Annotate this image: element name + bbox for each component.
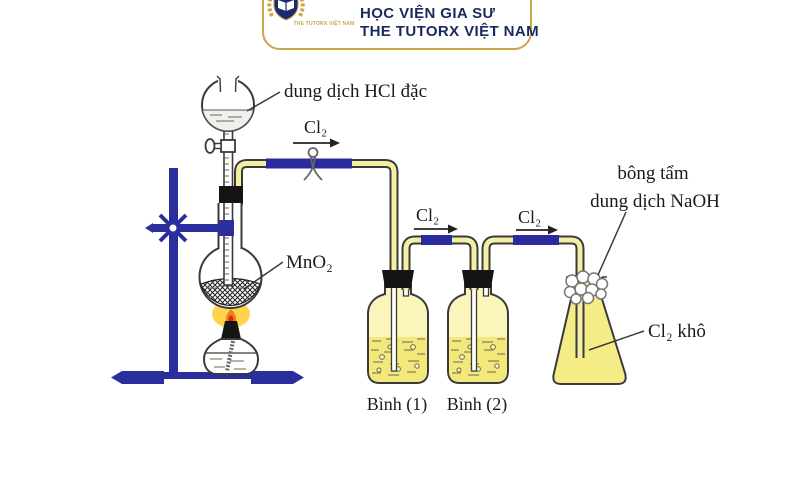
inlet-tube-2 [470,286,478,372]
gas-tube-3 [481,235,585,358]
gas-tube-2 [401,235,479,290]
cl2-arrow-3: Cl₂ [516,207,558,235]
bottle2-label: Bình (2) [447,394,508,415]
stopcock-knob [204,138,216,154]
gas-tube-1 [234,147,399,272]
inlet-tube-1 [390,286,398,372]
cl2-dry-pointer-line [588,330,645,351]
wick [225,340,235,372]
stopper-bottle-2 [462,270,494,288]
arrow-head-3 [548,225,558,235]
wick-holder [221,321,241,339]
logo: THE TUTORX VIỆT NAM [267,0,354,27]
clamp [145,213,234,243]
wash-bottle-2 [447,283,509,384]
mno2-label: MnO₂ [286,252,333,273]
arrow-head-1 [330,138,340,148]
outlet-tube-2 [482,286,490,297]
header-title-line2: THE TUTORX VIỆT NAM [360,23,539,40]
shield-logo-icon [267,0,305,21]
mno2-pointer-line [243,261,284,290]
header-title: HỌC VIỆN GIA SƯ THE TUTORX VIỆT NAM [360,5,539,41]
stopcock [220,139,236,153]
cl2-arrow-2: Cl₂ [414,205,458,234]
hcl-label: dung dịch HCl đặc [284,81,427,102]
clamp-jaw [219,220,234,236]
header-content: THE TUTORX VIỆT NAM HỌC VIỆN GIA SƯ THE … [264,0,539,48]
stopper-bottle-1 [382,270,414,288]
cl2-label-2: Cl₂ [416,205,439,225]
cl2-label-1: Cl₂ [304,117,327,137]
cotton-plug [563,270,609,305]
cl2-arrow-1: Cl₂ [293,117,340,148]
dropping-funnel [201,74,255,286]
logo-caption: THE TUTORX VIỆT NAM [293,20,355,27]
cl2-label-3: Cl₂ [518,207,541,227]
header-banner: THE TUTORX VIỆT NAM HỌC VIỆN GIA SƯ THE … [262,0,539,50]
bottle1-label: Bình (1) [367,394,428,415]
header-title-line1: HỌC VIỆN GIA SƯ [360,5,496,22]
pinch-clip [303,147,323,181]
naoh-label-line1: bông tẩm [617,163,688,184]
alcohol-burner [202,321,260,375]
hcl-pointer-line [246,91,281,112]
naoh-label-line2: dung dịch NaOH [590,191,720,212]
cl2-dry-label: Cl₂ khô [648,321,706,342]
stopper-flask [219,186,243,203]
stand [111,168,304,384]
naoh-pointer-line [597,211,627,276]
arrow-head-2 [448,224,458,234]
wash-bottle-1 [367,283,429,384]
